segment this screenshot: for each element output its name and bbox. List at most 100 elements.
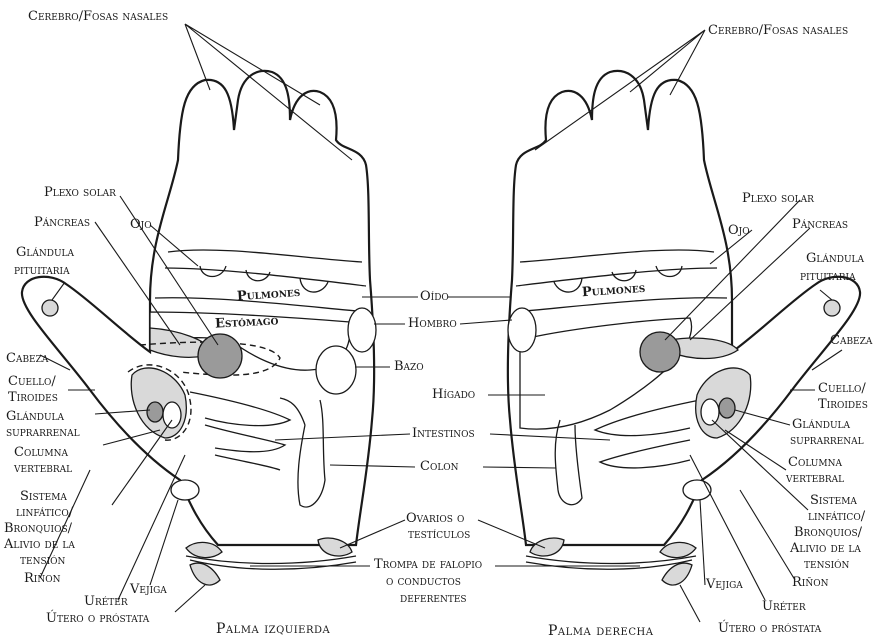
label-cuello-right-1: Cuello/ [818, 381, 866, 396]
left-intestines [189, 391, 292, 471]
label-pituitaria-left-1: Glándula [16, 245, 75, 260]
label-linfatico-left-5: tensión [20, 553, 66, 568]
label-linfatico-right-2: linfático/ [808, 509, 866, 524]
left-spleen-zone [315, 345, 357, 395]
label-pituitaria-left-2: pituitaria [14, 263, 70, 278]
label-intestinos: Intestinos [412, 426, 475, 441]
left-bladder-zone [170, 479, 200, 501]
label-ojo-right: Ojo [728, 223, 750, 238]
left-eye-bump-1 [199, 265, 227, 278]
left-pituitary-zone [41, 299, 59, 317]
label-higado: Hígado [432, 387, 476, 402]
label-cuello-left-2: Tiroides [8, 390, 58, 405]
right-pituitary-zone [823, 299, 841, 317]
label-pituitaria-right-2: pituitaria [800, 269, 856, 284]
label-suprarrenal-right-1: Glándula [792, 417, 851, 432]
left-wrist-line-2 [189, 559, 357, 570]
label-linfatico-left-4: Alivio de la [4, 537, 75, 552]
left-shoulder-zone [347, 307, 377, 353]
right-kidney-zone [700, 398, 720, 426]
left-pancreas-outline [139, 341, 281, 376]
left-hand [20, 69, 377, 586]
left-lung-band-bottom [154, 297, 369, 313]
right-pancreas-zone [669, 337, 739, 360]
label-pancreas-left: Páncreas [34, 215, 91, 230]
left-eye-bump-2 [245, 269, 271, 282]
label-rinon-left: Riñon [24, 571, 61, 586]
label-linfatico-right-1: Sistema [810, 493, 857, 508]
label-columna-right-2: vertebral [786, 471, 845, 486]
label-pituitaria-right-1: Glándula [806, 251, 865, 266]
left-testicle-zone [317, 537, 353, 557]
left-eye-bump-3 [299, 277, 329, 293]
left-kidney-zone [162, 401, 182, 429]
label-linfatico-right-3: Bronquios/ [794, 525, 863, 540]
title-left-palm: Palma izquierda [216, 621, 331, 637]
right-eye-bump-1 [655, 265, 683, 278]
label-cerebro-right: Cerebro/Fosas nasales [708, 23, 849, 38]
left-hand-outline [20, 69, 376, 547]
label-colon: Colon [420, 459, 459, 474]
right-colon [554, 419, 583, 506]
label-cuello-right-2: Tiroides [818, 397, 868, 412]
label-ureter-left: Uréter [84, 594, 128, 609]
right-lung-band-bottom [513, 297, 728, 313]
label-ureter-right: Uréter [762, 599, 806, 614]
label-cabeza-right: Cabeza [830, 333, 873, 348]
right-shoulder-zone [507, 307, 537, 353]
leader-lines [39, 23, 843, 623]
right-finger-base-line [519, 249, 715, 263]
label-trompa-3: deferentes [400, 591, 467, 606]
label-linfatico-left-3: Bronquios/ [4, 521, 73, 536]
label-ovarios-1: Ovarios o [406, 511, 465, 526]
label-bazo: Bazo [394, 359, 424, 374]
left-colon [279, 397, 326, 508]
right-solar-plexus-zone [639, 331, 681, 373]
label-suprarrenal-right-2: suprarrenal [790, 433, 864, 448]
label-trompa-2: o conductos [386, 574, 461, 589]
right-intestines [593, 399, 701, 469]
left-solar-plexus-zone [197, 333, 243, 379]
right-hand [506, 69, 862, 586]
label-plexo-left: Plexo solar [44, 185, 116, 200]
label-linfatico-left-1: Sistema [20, 489, 67, 504]
label-rinon-right: Riñon [792, 575, 829, 590]
right-eye-bump-3 [553, 277, 583, 293]
right-hand-outline [506, 69, 862, 547]
right-testicle-zone [529, 537, 565, 557]
label-vejiga-right: Vejiga [706, 577, 743, 592]
label-utero-right: Útero o próstata [718, 621, 822, 636]
label-linfatico-left-2: linfático/ [16, 505, 74, 520]
label-trompa-1: Trompa de falopio [374, 557, 483, 572]
label-oido: Oído [420, 289, 449, 304]
label-ovarios-2: testículos [408, 527, 471, 542]
label-hombro: Hombro [408, 316, 457, 331]
left-adrenal-outline [127, 364, 192, 441]
label-vejiga-left: Vejiga [130, 582, 167, 597]
label-columna-left-1: Columna [14, 445, 68, 460]
label-pancreas-right: Páncreas [792, 217, 849, 232]
right-eye-band-top [515, 267, 718, 287]
left-uterus-zone [189, 562, 221, 586]
label-suprarrenal-left-2: suprarrenal [6, 425, 80, 440]
label-columna-left-2: vertebral [14, 461, 73, 476]
title-right-palm: Palma derecha [548, 623, 654, 639]
right-adrenal-1 [718, 397, 736, 419]
label-columna-right-1: Columna [788, 455, 842, 470]
label-utero-left: Útero o próstata [46, 611, 150, 626]
right-eye-bump-2 [611, 269, 637, 282]
label-ojo-left: Ojo [130, 217, 152, 232]
label-plexo-right: Plexo solar [742, 191, 814, 206]
right-bladder-zone [682, 479, 712, 501]
label-linfatico-right-4: Alivio de la [790, 541, 861, 556]
label-cerebro-left: Cerebro/Fosas nasales [28, 9, 169, 24]
left-eye-band-top [164, 267, 367, 287]
left-wrist-line [185, 555, 357, 565]
left-ovary-zone [185, 541, 223, 559]
label-cabeza-left: Cabeza [6, 351, 49, 366]
right-ovary-zone [659, 541, 697, 559]
right-wrist-line-2 [525, 559, 693, 570]
right-uterus-zone [661, 562, 693, 586]
